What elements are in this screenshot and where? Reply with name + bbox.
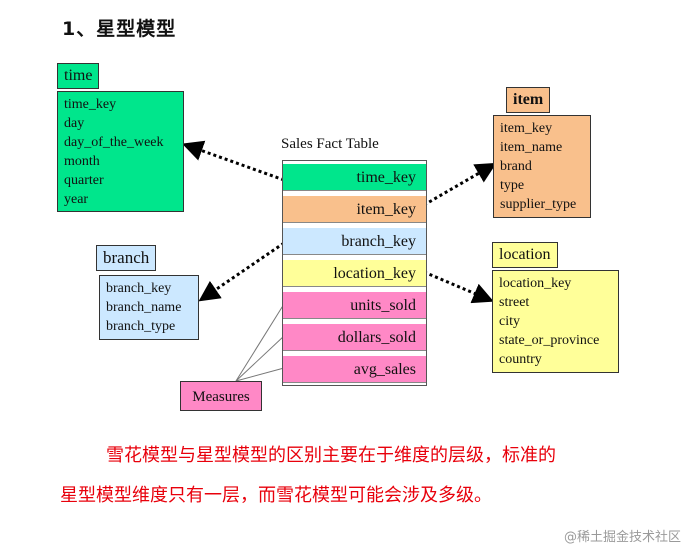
fact-row-time-key: time_key <box>283 163 426 191</box>
location-field: location_key <box>499 276 572 291</box>
time-field: quarter <box>64 173 104 188</box>
measures-line-2 <box>235 335 285 382</box>
paragraph-line-2: 星型模型维度只有一层，而雪花模型可能会涉及多级。 <box>60 485 492 506</box>
item-field: item_key <box>500 121 553 136</box>
item-table: item_key item_name brand type supplier_t… <box>493 115 591 218</box>
link-branch <box>198 241 285 302</box>
fact-row-branch-key: branch_key <box>283 227 426 255</box>
location-field: street <box>499 295 530 310</box>
time-field: time_key <box>64 97 117 112</box>
item-table-title: item <box>506 87 551 113</box>
item-field: item_name <box>500 140 563 155</box>
watermark: @稀土掘金技术社区 <box>563 530 681 545</box>
time-field: day <box>64 116 85 131</box>
fact-table-title: Sales Fact Table <box>281 136 379 152</box>
location-table: location_key street city state_or_provin… <box>492 270 619 373</box>
time-table: time_key day day_of_the_week month quart… <box>57 91 184 212</box>
branch-field: branch_key <box>106 281 172 296</box>
item-field: supplier_type <box>500 197 577 212</box>
location-field: country <box>499 352 542 367</box>
fact-row-location-key: location_key <box>283 259 426 287</box>
link-location <box>423 270 494 304</box>
item-field: type <box>500 178 525 193</box>
branch-table-title: branch <box>96 245 157 271</box>
fact-row-dollars-sold: dollars_sold <box>283 323 426 351</box>
fact-table: time_key item_key branch_key location_ke… <box>282 160 427 386</box>
measures-label: Measures <box>180 381 262 411</box>
measures-line-1 <box>235 303 285 382</box>
measures-line-3 <box>235 367 285 382</box>
fact-row-item-key: item_key <box>283 195 426 223</box>
link-time <box>182 140 285 182</box>
paragraph-line-1: 雪花模型与星型模型的区别主要在于维度的层级，标准的 <box>106 445 556 466</box>
branch-field: branch_name <box>106 300 182 315</box>
fact-row-avg-sales: avg_sales <box>283 355 426 383</box>
time-table-title: time <box>57 63 100 89</box>
location-table-title: location <box>492 242 558 268</box>
time-field: day_of_the_week <box>64 135 164 150</box>
location-field: city <box>499 314 520 329</box>
item-field: brand <box>500 159 532 174</box>
page-heading: 1、星型模型 <box>62 18 177 40</box>
link-item <box>423 162 497 207</box>
location-field: state_or_province <box>499 333 600 348</box>
fact-row-units-sold: units_sold <box>283 291 426 319</box>
branch-table: branch_key branch_name branch_type <box>99 275 199 340</box>
time-field: year <box>64 192 89 207</box>
time-field: month <box>64 154 100 169</box>
branch-field: branch_type <box>106 319 176 334</box>
